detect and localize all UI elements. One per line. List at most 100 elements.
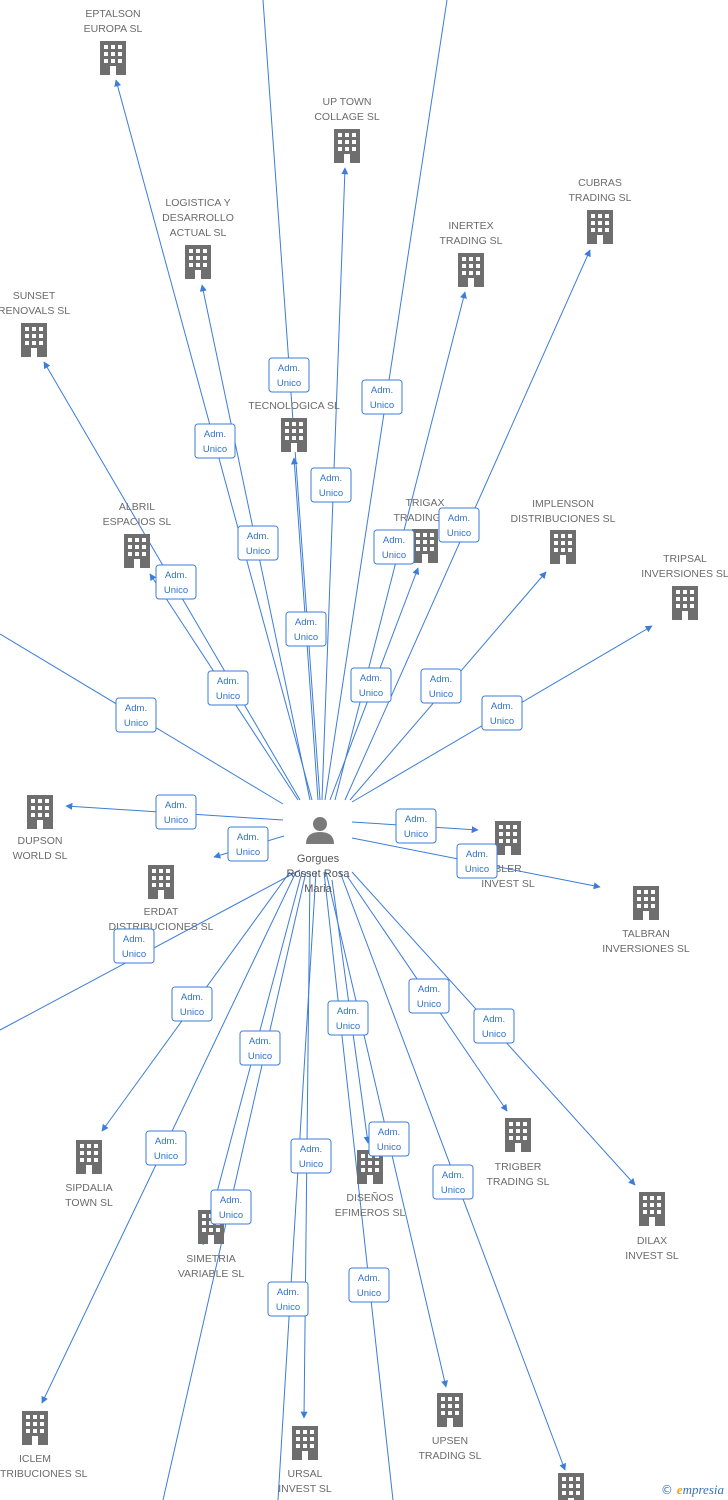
edge-labels-layer: Adm.UnicoAdm.UnicoAdm.UnicoAdm.UnicoAdm.…: [113, 357, 523, 1317]
company-name-line: WORLD SL: [13, 850, 68, 862]
edge-label-line: Adm.: [277, 1287, 299, 1298]
edge-label-line: Adm.: [418, 984, 440, 995]
edge-label-line: Unico: [216, 691, 240, 702]
company-name-line: EFIMEROS SL: [335, 1207, 406, 1219]
edge-role-label: Adm.Unico: [473, 1008, 515, 1044]
company-name-line: TRADING SL: [486, 1176, 549, 1188]
company-name-line: RENOVALS SL: [0, 305, 70, 317]
company-node-bottom-right[interactable]: [558, 1473, 584, 1500]
edge-role-label: Adm.Unico: [290, 1138, 332, 1174]
building-icon: [550, 530, 576, 564]
company-node-tecnologica[interactable]: TECNOLOGICA SL: [248, 400, 340, 452]
center-name-line-1: Gorgues: [297, 853, 340, 865]
edge-label-line: Unico: [370, 400, 394, 411]
building-icon: [639, 1192, 665, 1226]
company-name-line: EUROPA SL: [84, 23, 143, 35]
company-name-line: EPTALSON: [85, 8, 140, 20]
edge-label-line: Unico: [404, 829, 428, 840]
edge-label-line: Adm.: [448, 513, 470, 524]
center-person-node[interactable]: Gorgues Rosset Rosa Maria: [287, 817, 351, 895]
building-icon: [124, 534, 150, 568]
edge-label-line: Unico: [377, 1142, 401, 1153]
brand-name: mpresia: [682, 1482, 724, 1497]
edge-label-line: Adm.: [320, 473, 342, 484]
edge-role-label: Adm. Unico: [481, 695, 523, 731]
company-name-line: LOGISTICA Y: [165, 197, 230, 209]
edge-label-line: Adm.: [217, 676, 239, 687]
edge-role-label: Adm.Unico: [239, 1030, 281, 1066]
building-icon: [334, 129, 360, 163]
company-name-line: TRADING SL: [439, 235, 502, 247]
building-icon: [587, 210, 613, 244]
edge-label-line: Adm.: [247, 531, 269, 542]
edge-role-label: Adm.Unico: [237, 525, 279, 561]
company-node-inertex[interactable]: INERTEX TRADING SL: [439, 220, 503, 287]
edge-label-line: Adm.: [491, 701, 513, 712]
edge-label-line: Adm.: [358, 1273, 380, 1284]
company-name-line: ACTUAL SL: [170, 227, 227, 239]
edges-layer: [0, 0, 653, 1500]
building-icon: [505, 1118, 531, 1152]
company-name-line: ERDAT: [144, 906, 179, 918]
edge-role-label: Adm.Unico: [373, 529, 415, 565]
edge-label-line: Adm.: [220, 1195, 242, 1206]
edge-role-label: Adm.Unico: [361, 379, 403, 415]
edge-label-line: Adm.: [165, 800, 187, 811]
company-name-line: DILAX: [637, 1235, 667, 1247]
company-node-eptalson[interactable]: EPTALSON EUROPA SL: [84, 8, 143, 75]
company-name-line: URSAL: [287, 1468, 322, 1480]
edge-label-line: Adm.: [405, 814, 427, 825]
company-name-line: DISTRIBUCIONES SL: [510, 513, 615, 525]
company-name-line: TRADING SL: [568, 192, 631, 204]
company-name-line: INVERSIONES SL: [641, 568, 728, 580]
edge-label-line: Unico: [277, 378, 301, 389]
edge-label-line: Adm.: [442, 1170, 464, 1181]
edge-label-line: Adm.: [430, 674, 452, 685]
edge-role-label: Adm.Unico: [327, 1000, 369, 1036]
edge-role-label: Adm.Unico: [285, 611, 327, 647]
building-icon: [21, 323, 47, 357]
company-name-line: ESPACIOS SL: [103, 516, 172, 528]
edge-label-line: Unico: [417, 999, 441, 1010]
building-icon: [185, 245, 211, 279]
edge-role-label: Adm.Unico: [113, 928, 155, 964]
company-name-line: INERTEX: [448, 220, 493, 232]
building-icon: [148, 865, 174, 899]
empresia-watermark: ©empresia: [661, 1482, 724, 1498]
edge-role-label: Adm.Unico: [267, 1281, 309, 1317]
company-node-iclem[interactable]: ICLEMDISTRIBUCIONES SL: [0, 1411, 88, 1480]
building-icon: [495, 821, 521, 855]
relationship-edge: [162, 871, 307, 1500]
edge-label-line: Adm.: [237, 832, 259, 843]
edge-label-line: Unico: [336, 1021, 360, 1032]
edge-label-line: Unico: [482, 1029, 506, 1040]
brand-initial: e: [676, 1482, 683, 1497]
edge-label-line: Unico: [441, 1185, 465, 1196]
edge-label-line: Unico: [490, 716, 514, 727]
building-icon: [412, 529, 438, 563]
edge-label-line: Unico: [319, 488, 343, 499]
edge-label-line: Adm.: [278, 363, 300, 374]
edge-label-line: Unico: [465, 864, 489, 875]
edge-label-line: Unico: [429, 689, 453, 700]
edge-role-label: Adm. Unico: [207, 670, 249, 706]
